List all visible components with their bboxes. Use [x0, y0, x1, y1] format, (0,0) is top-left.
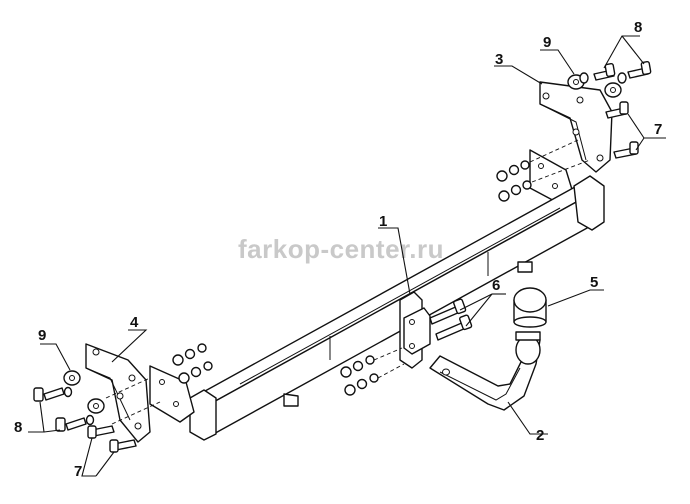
callout-7-left: 7	[74, 463, 82, 480]
center-nuts-and-washers	[340, 347, 405, 396]
callout-3: 3	[495, 51, 503, 68]
left-nuts-and-washers	[105, 343, 213, 425]
callout-6: 6	[492, 277, 500, 294]
right-mounting-bracket	[539, 81, 613, 173]
left-flat-washer	[63, 370, 105, 414]
callout-8-right: 8	[634, 19, 642, 36]
center-bolts	[429, 298, 473, 341]
callout-9-left: 9	[38, 327, 46, 344]
left-bolts-8	[33, 386, 95, 432]
right-top-bolts	[579, 61, 652, 84]
watermark-text: farkop-center.ru	[238, 234, 444, 264]
right-side-bolts	[605, 101, 639, 159]
callout-2: 2	[536, 427, 544, 444]
callout-7-right: 7	[654, 121, 662, 138]
safety-chain-loops	[283, 261, 533, 407]
tow-ball-cap	[513, 287, 547, 328]
callout-4: 4	[130, 314, 139, 331]
right-nuts-and-washers	[496, 139, 591, 202]
callout-8-left: 8	[14, 419, 22, 436]
right-flat-washer	[567, 74, 622, 98]
left-mounting-bracket	[85, 343, 151, 443]
center-mount-plate	[399, 291, 431, 369]
callout-9-right: 9	[543, 34, 551, 51]
tow-ball-arm	[429, 331, 541, 411]
leader-lines	[28, 35, 666, 477]
callout-5: 5	[590, 274, 598, 291]
callout-1: 1	[379, 213, 387, 230]
